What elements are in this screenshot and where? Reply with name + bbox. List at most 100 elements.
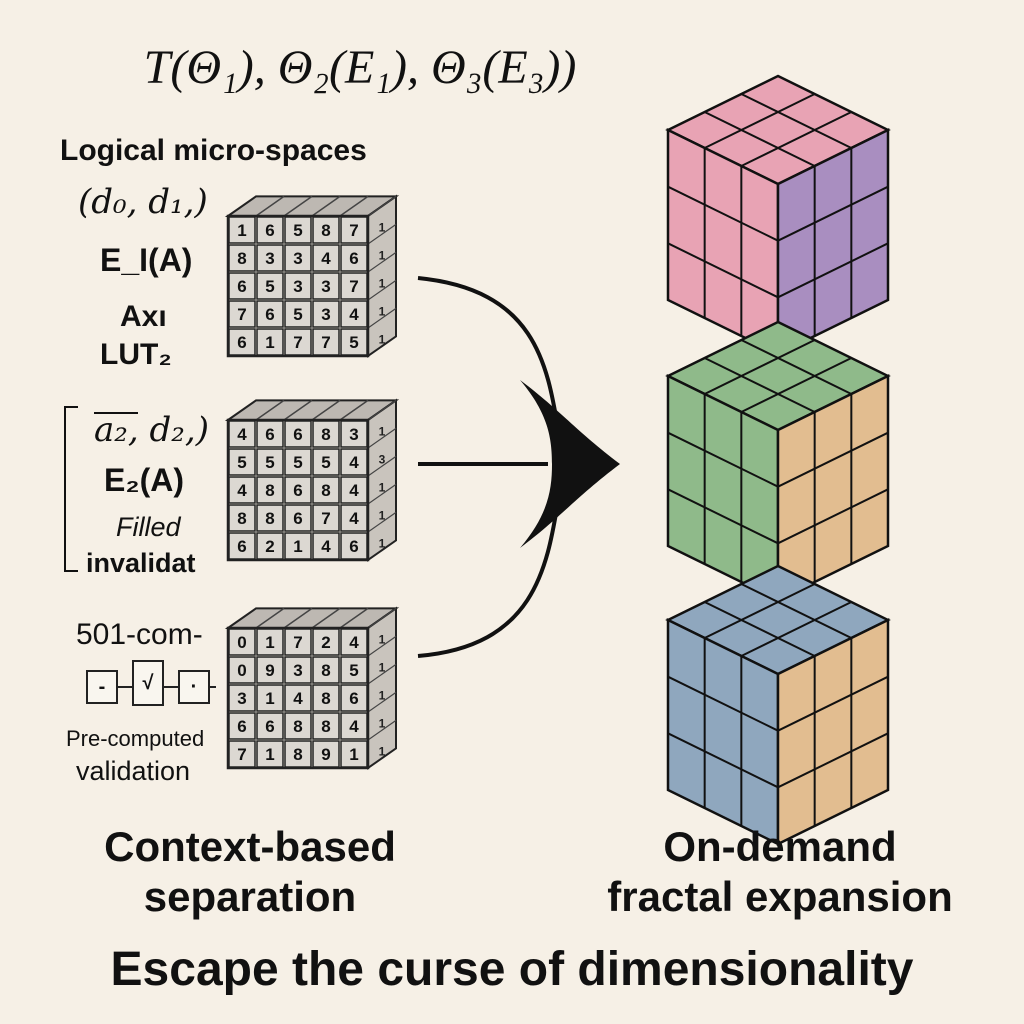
grid-cell-value: 8 <box>321 221 330 240</box>
grid-cell-value: 6 <box>237 537 246 556</box>
grid-cell-value: 5 <box>293 221 302 240</box>
grid-cell-value: 4 <box>349 481 359 500</box>
grid-cell <box>284 712 312 740</box>
grid-cell <box>284 684 312 712</box>
grid-top-divider <box>339 195 369 217</box>
heading-logical-micro-spaces: Logical micro-spaces <box>60 134 367 167</box>
grid-top-divider <box>311 607 341 629</box>
grid-cell-value: 4 <box>321 249 331 268</box>
label-axi: Axı <box>120 300 167 333</box>
grid-cell <box>228 476 256 504</box>
grid-cell-value: 2 <box>265 537 274 556</box>
grid-cell <box>312 628 340 656</box>
grid-cell <box>312 216 340 244</box>
checkbox-check: √ <box>132 660 164 706</box>
cube-grid-line <box>777 675 889 732</box>
grid-cell <box>340 684 368 712</box>
grid-cell <box>312 712 340 740</box>
caption-right-line2: fractal expansion <box>607 873 953 920</box>
grid-cell <box>256 656 284 684</box>
grid-side-divider <box>367 195 397 217</box>
grid-cell-value: 8 <box>237 249 246 268</box>
grid-cell-value: 6 <box>265 305 274 324</box>
grid-cell-value: 7 <box>321 509 330 528</box>
grid-cell <box>340 448 368 476</box>
grid-side-value: 1 <box>379 716 386 730</box>
grid-cell-value: 6 <box>349 689 358 708</box>
grid-cell-value: 8 <box>293 745 302 764</box>
grid-cell-value: 1 <box>265 333 274 352</box>
grid-side-value: 1 <box>379 304 386 318</box>
arrow-head <box>520 380 620 548</box>
grid-cell <box>284 476 312 504</box>
cube-grid-line <box>704 339 816 395</box>
grid-cell <box>256 740 284 768</box>
grid-cell-value: 8 <box>265 509 274 528</box>
grid-top-divider <box>283 607 313 629</box>
grid-cell <box>312 244 340 272</box>
grid-cell-value: 6 <box>293 481 302 500</box>
grid-cell <box>256 712 284 740</box>
grid-top-divider <box>283 195 313 217</box>
grid-top-divider <box>255 607 285 629</box>
grid-cell-value: 7 <box>349 221 358 240</box>
grid-cell-value: 3 <box>237 689 246 708</box>
cube-grid-line <box>740 583 852 639</box>
grid-side-divider <box>367 691 397 713</box>
grid-cell-value: 5 <box>349 661 358 680</box>
label-pre-computed: Pre-computed <box>66 726 205 751</box>
grid-side-divider <box>367 251 397 273</box>
grid-side-divider <box>367 455 397 477</box>
grid-side-value: 1 <box>379 536 386 550</box>
caption-context-based: Context-based separation <box>60 822 440 922</box>
grid-cell <box>340 216 368 244</box>
grid-cell-value: 9 <box>265 661 274 680</box>
grid-cell-value: 7 <box>321 333 330 352</box>
grid-cell <box>228 420 256 448</box>
grid-cell-value: 7 <box>293 633 302 652</box>
grid-side-value: 1 <box>379 424 386 438</box>
grid-cell-value: 4 <box>349 509 359 528</box>
grid-cell <box>312 504 340 532</box>
grid-cell-value: 8 <box>321 689 330 708</box>
grid-cell-value: 7 <box>349 277 358 296</box>
cube-grid-line <box>740 357 852 413</box>
grid-cell-value: 4 <box>349 453 359 472</box>
grid-cell-value: 0 <box>237 661 246 680</box>
grid-cell-value: 5 <box>265 277 274 296</box>
group2-bracket-bottom <box>64 570 78 572</box>
grid-cell-value: 1 <box>265 633 274 652</box>
label-e2-a: E₂(A) <box>104 462 184 498</box>
grid-cell-value: 8 <box>321 717 330 736</box>
grid-cell-value: 6 <box>349 537 358 556</box>
grid-cell-value: 6 <box>349 249 358 268</box>
grid-cell-value: 3 <box>321 305 330 324</box>
grid-cell <box>312 476 340 504</box>
grid-side-divider <box>367 607 397 629</box>
grid-cell-value: 1 <box>265 689 274 708</box>
grid-cell <box>228 712 256 740</box>
grid-cell <box>256 300 284 328</box>
grid-cell-value: 6 <box>265 425 274 444</box>
cube-grid-line <box>777 488 889 545</box>
grid-side-divider <box>367 511 397 533</box>
cube-grid-line <box>704 583 816 639</box>
label-validation: validation <box>76 756 191 786</box>
grid-cell-value: 8 <box>265 481 274 500</box>
grid-cell-value: 3 <box>265 249 274 268</box>
grid-cell-value: 4 <box>349 633 359 652</box>
grid-cell-value: 5 <box>293 305 302 324</box>
cube-grid-line <box>667 185 779 242</box>
grid-cell-value: 4 <box>237 481 247 500</box>
grid-cell-value: 1 <box>237 221 246 240</box>
grid-side-value: 1 <box>379 744 386 758</box>
cube-grid-line <box>777 431 889 488</box>
grid-cell <box>228 272 256 300</box>
caption-left-line2: separation <box>143 873 357 920</box>
grid-cell-value: 8 <box>321 661 330 680</box>
grid-cell <box>256 448 284 476</box>
grid-side-value: 1 <box>379 332 386 346</box>
grid-top-divider <box>255 399 285 421</box>
grid-top-divider <box>311 399 341 421</box>
